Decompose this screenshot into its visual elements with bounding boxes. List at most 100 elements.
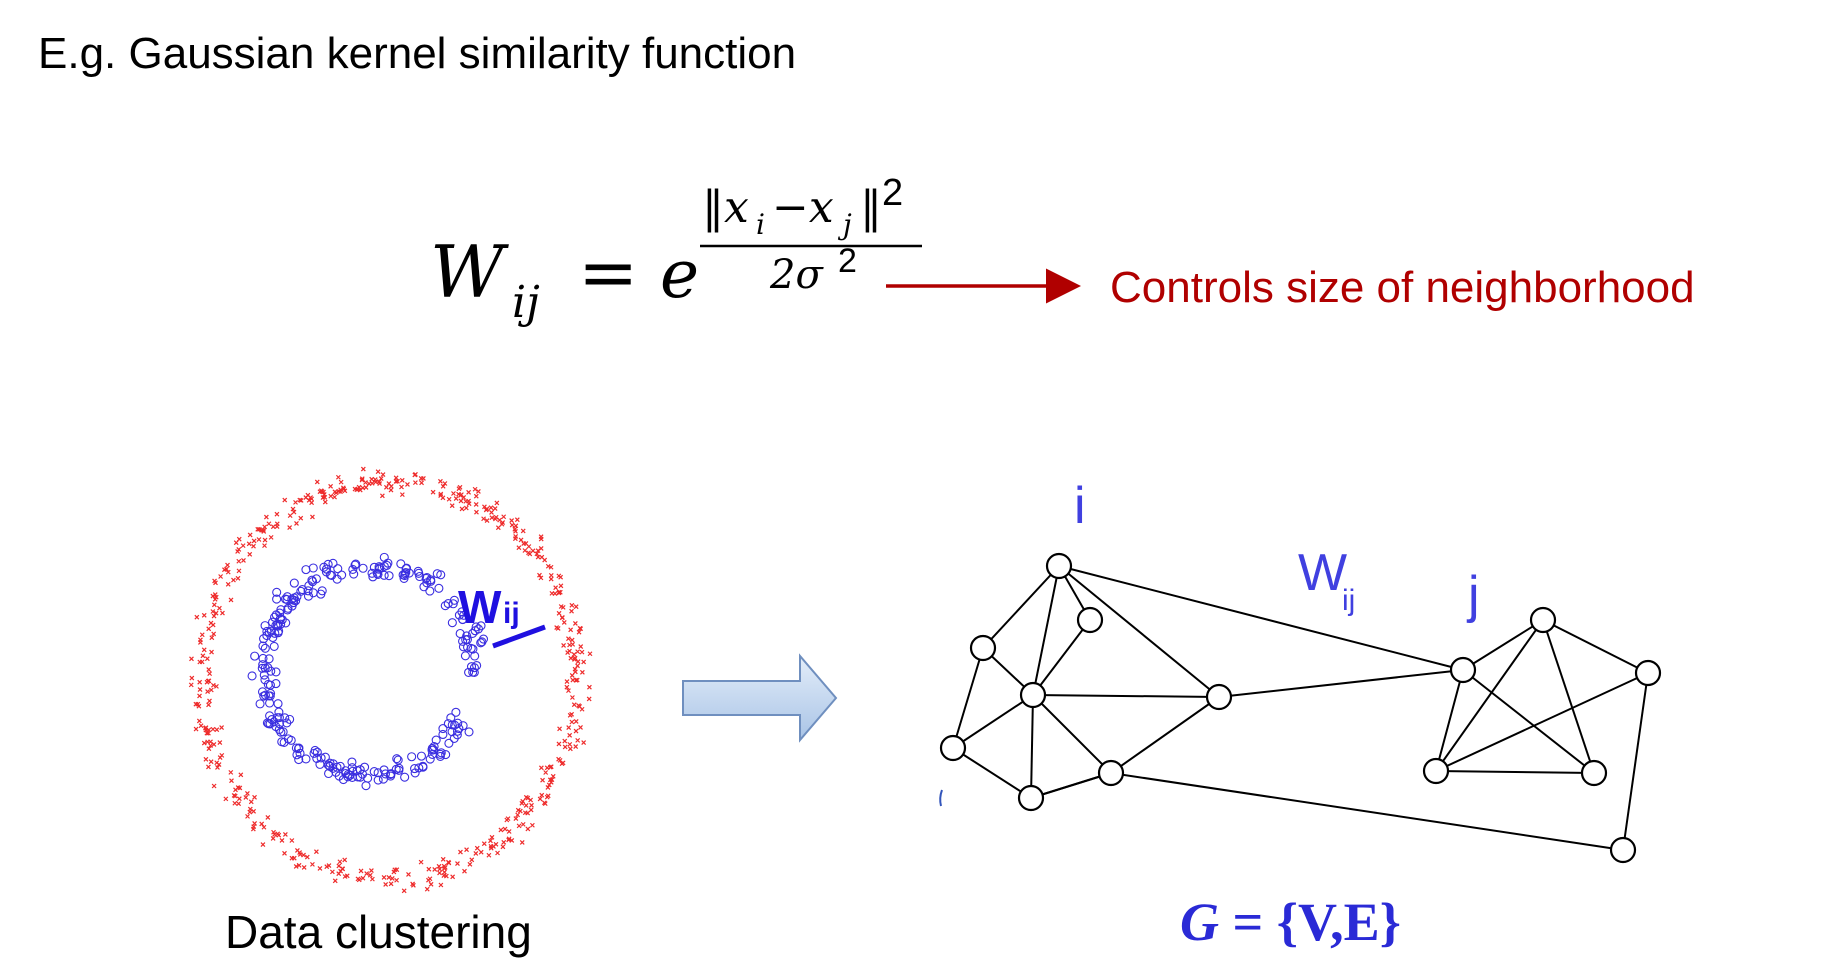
outer-point [495, 850, 500, 856]
outer-point [572, 621, 578, 626]
inner-point [400, 772, 410, 782]
outer-point [557, 726, 562, 732]
graph-nodes [939, 552, 1662, 864]
outer-point [569, 608, 574, 614]
inner-point [257, 663, 267, 673]
outer-point [489, 510, 494, 515]
outer-point [289, 838, 295, 843]
inner-point [410, 768, 420, 778]
outer-point [405, 481, 410, 487]
outer-point [201, 612, 207, 618]
inner-point [374, 564, 384, 574]
outer-point [310, 514, 315, 520]
outer-point [332, 494, 337, 500]
outer-point [500, 844, 506, 850]
outer-point [474, 509, 479, 515]
outer-point [446, 496, 452, 502]
outer-point [418, 476, 424, 481]
outer-point [256, 537, 262, 542]
outer-point [529, 822, 535, 828]
outer-point [217, 740, 223, 745]
inner-point [443, 599, 453, 609]
outer-point [320, 495, 326, 501]
graph-node [1422, 757, 1450, 785]
graph-node [1017, 784, 1045, 812]
outer-point [336, 863, 342, 869]
outer-point [539, 554, 545, 560]
outer-point [389, 876, 395, 881]
outer-point [251, 824, 257, 830]
outer-point [335, 474, 341, 480]
outer-point [558, 583, 564, 589]
inner-point [277, 737, 287, 747]
outer-point [440, 856, 446, 862]
outer-point [251, 538, 257, 544]
outer-point [213, 610, 219, 616]
inner-point [446, 713, 456, 723]
outer-point [236, 558, 242, 564]
outer-point [207, 698, 212, 704]
outer-point [497, 517, 503, 523]
outer-point [523, 540, 529, 546]
outer-point [495, 525, 501, 531]
inner-point [255, 699, 265, 709]
outer-point [564, 684, 570, 690]
outer-point [540, 777, 545, 783]
inner-point [369, 562, 379, 572]
outer-point [494, 500, 500, 506]
outer-point [565, 650, 571, 655]
outer-point [538, 765, 544, 771]
outer-point [545, 793, 551, 799]
outer-point [381, 874, 387, 880]
outer-point [294, 520, 299, 526]
inner-point [250, 651, 260, 661]
outer-point [566, 636, 571, 642]
outer-point [501, 514, 507, 520]
outer-point [516, 823, 522, 829]
outer-point [279, 837, 285, 843]
inner-point [347, 757, 357, 767]
outer-point [293, 499, 298, 505]
outer-point [538, 575, 544, 581]
graph-node [1076, 606, 1104, 634]
inner-point [338, 775, 348, 785]
inner-point [435, 749, 445, 759]
inner-point [373, 569, 383, 580]
inner-point [421, 573, 431, 584]
graph-edge [1110, 772, 1624, 851]
outer-point [210, 622, 216, 628]
outer-point [412, 480, 418, 486]
inner-point [289, 598, 299, 608]
outer-point [360, 875, 366, 881]
outer-point [581, 740, 587, 745]
outer-point [225, 569, 231, 575]
outer-point [317, 865, 323, 871]
graph-edge [952, 694, 1034, 749]
inner-point [269, 641, 279, 651]
inner-point [462, 634, 472, 645]
inner-point [476, 621, 486, 631]
outer-point [515, 807, 521, 813]
outer-point [501, 839, 507, 845]
inner-point [379, 765, 389, 775]
inner-point [301, 565, 311, 575]
inner-point [413, 566, 423, 576]
inner-point [271, 620, 281, 631]
outer-point [426, 866, 432, 872]
outer-point [298, 497, 304, 503]
outer-point [466, 501, 472, 507]
outer-point [206, 667, 212, 672]
outer-point [571, 651, 577, 657]
outer-point [189, 656, 194, 662]
outer-point [509, 522, 515, 528]
outer-point [379, 493, 385, 499]
inner-point [447, 618, 457, 628]
inner-point [264, 691, 274, 701]
outer-point [513, 534, 519, 539]
inner-point [396, 559, 406, 569]
outer-point [525, 826, 531, 832]
graph-edge [952, 647, 984, 749]
outer-point [556, 741, 562, 747]
inner-point [274, 719, 285, 729]
inner-point [260, 663, 270, 673]
